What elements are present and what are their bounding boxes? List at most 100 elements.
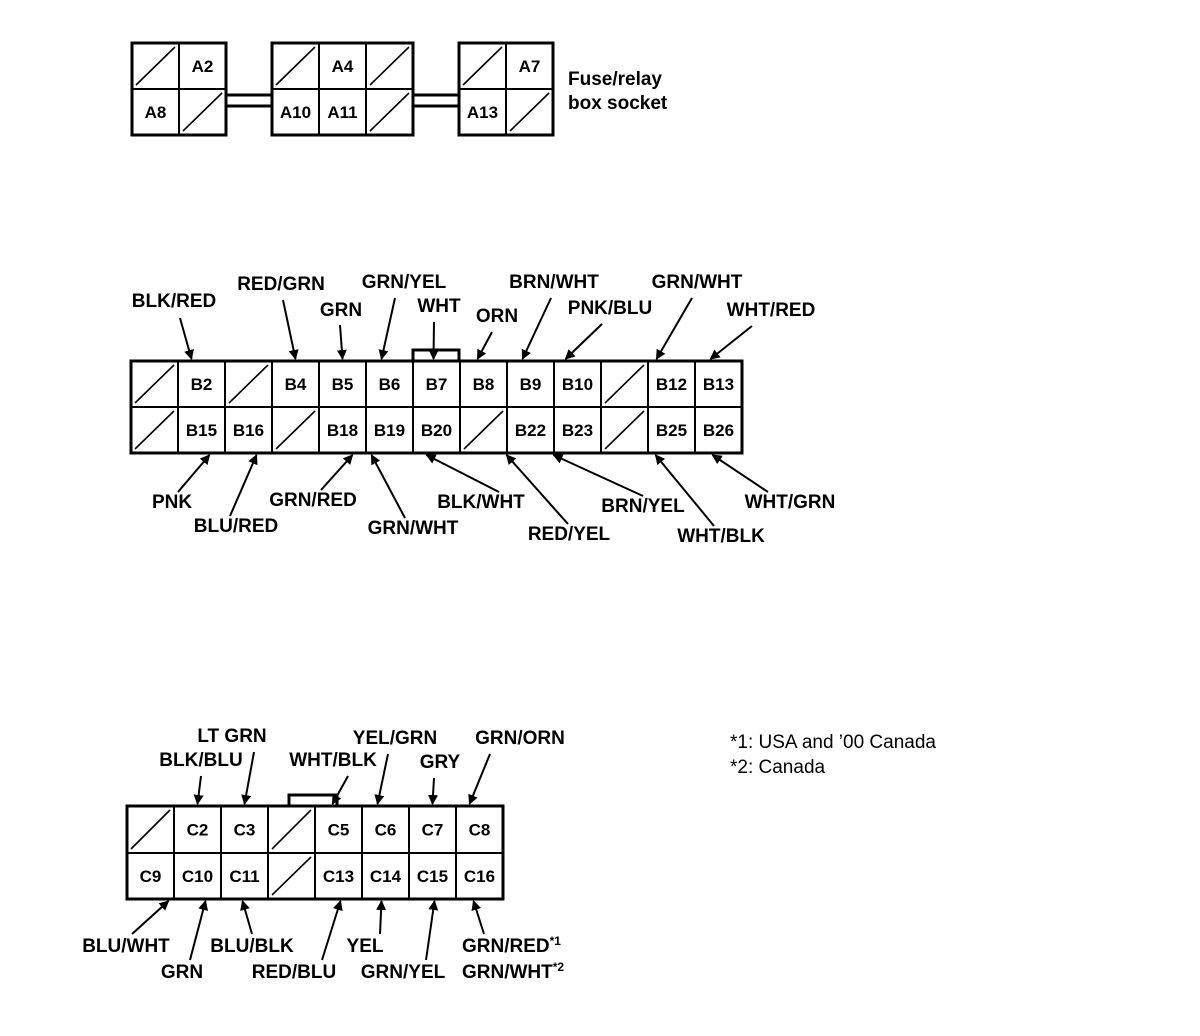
cavity-b13: B13 <box>703 375 734 394</box>
cavity-c10: C10 <box>182 867 213 886</box>
connector-a-block-3-empty-cavity-slash <box>462 46 503 86</box>
cavity-a7: A7 <box>519 57 541 76</box>
connector-a-block-2-empty-cavity-slash <box>369 92 410 132</box>
cavity-b10: B10 <box>562 375 593 394</box>
connector-c-pointer-c6 <box>374 753 389 805</box>
cavity-b22: B22 <box>515 421 546 440</box>
cavity-c14: C14 <box>370 867 402 886</box>
cavity-c16: C16 <box>464 867 495 886</box>
wire-label-b25: WHT/BLK <box>677 526 765 547</box>
connector-a-link-1 <box>226 93 272 108</box>
connector-b-pointer-b4 <box>282 299 299 360</box>
cavity-c2: C2 <box>187 821 209 840</box>
cavity-b5: B5 <box>332 375 354 394</box>
wire-label-b22: RED/YEL <box>528 524 611 545</box>
connector-c-empty-cavity-slash <box>130 809 171 850</box>
wire-label-b18: GRN/RED <box>269 490 357 511</box>
connector-b-pointer-b9 <box>521 297 552 360</box>
wire-label-c3: LT GRN <box>197 726 266 747</box>
cavity-c13: C13 <box>323 867 354 886</box>
wire-label-b5: GRN <box>320 300 362 321</box>
wire-label-b7: WHT <box>417 296 461 317</box>
cavity-b4: B4 <box>285 375 307 394</box>
connector-c-pointer-c3 <box>241 751 255 805</box>
connector-a-block-2-empty-cavity-slash <box>275 46 316 86</box>
connector-c-pointer-c15 <box>425 900 439 961</box>
cavity-b23: B23 <box>562 421 593 440</box>
connector-b-pointer-b22 <box>505 454 569 525</box>
connector-b-pointer-b20 <box>425 454 500 493</box>
wire-label-c15: GRN/YEL <box>361 962 446 983</box>
connector-b-pointer-b15 <box>177 454 211 493</box>
connector-c-pointer-c11 <box>240 900 253 935</box>
connector-c-pointer-c14 <box>376 900 387 935</box>
cavity-a10: A10 <box>280 103 311 122</box>
connector-c-pointer-c7 <box>428 777 439 805</box>
cavity-b18: B18 <box>327 421 358 440</box>
connector-c-pointer-c5 <box>331 775 349 805</box>
cavity-c11: C11 <box>229 867 259 886</box>
footnotes: *1: USA and ’00 Canada *2: Canada <box>730 732 936 778</box>
connector-b-pointer-b10 <box>564 323 603 360</box>
cavity-b15: B15 <box>186 421 217 440</box>
wire-label-b8: ORN <box>476 306 518 327</box>
cavity-b12: B12 <box>656 375 687 394</box>
cavity-a2: A2 <box>192 57 214 76</box>
wire-label-c11: BLU/BLK <box>210 936 294 957</box>
cavity-c8: C8 <box>469 821 491 840</box>
connector-b-pointer-b8 <box>476 331 493 360</box>
wire-label-c2: BLK/BLU <box>159 750 242 771</box>
connector-b-empty-cavity-slash <box>463 410 504 450</box>
wire-label-b15: PNK <box>152 492 192 513</box>
wire-label-b6: GRN/YEL <box>362 272 447 293</box>
connector-b-empty-cavity-slash <box>134 410 175 450</box>
connector-c-pointer-c8 <box>468 753 491 805</box>
connector-b-pointer-b7 <box>428 321 439 360</box>
connector-c-pointer-c10 <box>189 900 209 961</box>
connector-a-caption-line1: Fuse/relay <box>568 69 662 90</box>
connector-b-pointer-b2 <box>179 317 194 360</box>
connector-b-pointer-b18 <box>320 454 354 491</box>
connector-c-empty-cavity-slash <box>271 856 312 896</box>
connector-b-pointer-b6 <box>378 297 396 360</box>
connector-b-pointer-b26 <box>711 454 769 493</box>
cavity-c6: C6 <box>375 821 397 840</box>
connector-a-caption-line2: box socket <box>568 93 668 114</box>
connector-c-empty-cavity-slash <box>271 809 312 850</box>
cavity-c7: C7 <box>422 821 444 840</box>
wire-label-b19: GRN/WHT <box>368 518 459 539</box>
connector-b-empty-cavity-slash <box>275 410 316 450</box>
wire-label-b4: RED/GRN <box>237 274 325 295</box>
connector-b-empty-cavity-slash <box>228 364 269 404</box>
connector-c-pointer-c2 <box>193 775 204 805</box>
cavity-b2: B2 <box>191 375 213 394</box>
cavity-c9: C9 <box>140 867 162 886</box>
wire-label-b12: GRN/WHT <box>652 272 743 293</box>
wire-label-b9: BRN/WHT <box>509 272 599 293</box>
cavity-b6: B6 <box>379 375 401 394</box>
cavity-b20: B20 <box>421 421 452 440</box>
connector-a-block-2-empty-cavity-slash <box>369 46 410 86</box>
wire-label-c8: GRN/ORN <box>475 728 565 749</box>
wire-label-c16-line2: GRN/WHT*2 <box>462 960 564 983</box>
connector-b-pointer-b13 <box>709 325 753 360</box>
connector-c-lock-tab <box>287 793 339 806</box>
wire-label-b16: BLU/RED <box>194 516 278 537</box>
cavity-c3: C3 <box>234 821 256 840</box>
wire-label-b2: BLK/RED <box>132 291 216 312</box>
connector-b-pointer-b25 <box>654 454 715 527</box>
connector-b-pointer-b5 <box>336 324 347 360</box>
connector-a-link-2 <box>413 93 459 108</box>
wire-label-b26: WHT/GRN <box>745 492 836 513</box>
cavity-b26: B26 <box>703 421 734 440</box>
connector-b-pointer-b12 <box>655 297 693 360</box>
wire-label-c9: BLU/WHT <box>82 936 170 957</box>
